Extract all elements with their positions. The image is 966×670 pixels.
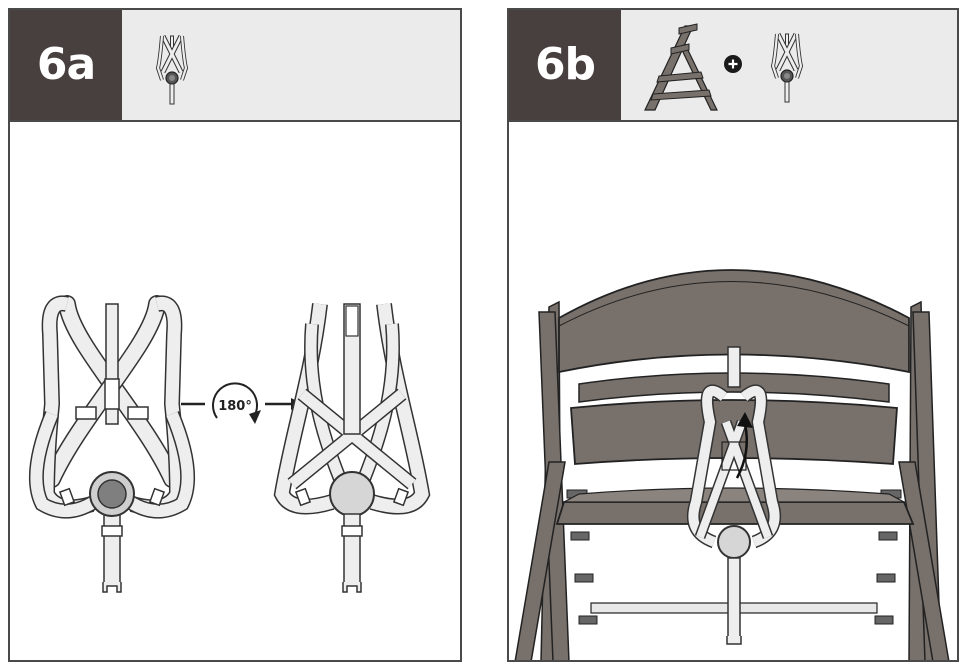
illustration-area: 180° [10, 122, 431, 662]
rotation-label: 180° [218, 399, 252, 414]
panel-step-6b: 6b [507, 8, 959, 662]
harness-icon [773, 34, 801, 102]
harness-crossed-illustration [36, 303, 187, 592]
step-number-badge: 6b [509, 10, 621, 120]
threading-arrow-icon [735, 412, 753, 479]
rotate-180-icon: 180° [181, 382, 303, 424]
plus-icon [724, 55, 742, 73]
header-icons [122, 10, 460, 118]
high-chair-illustration [514, 269, 950, 660]
high-chair-icon [644, 23, 718, 111]
step-header: 6b [509, 10, 957, 122]
harness-rotated-illustration [273, 303, 431, 593]
harness-icon [158, 36, 186, 104]
step-header: 6a [10, 10, 460, 122]
harness-on-chair [686, 346, 782, 645]
panel-step-6a: 6a 180° [8, 8, 462, 662]
header-icons [644, 23, 957, 111]
step-number-badge: 6a [10, 10, 122, 120]
illustration-area [514, 269, 950, 660]
